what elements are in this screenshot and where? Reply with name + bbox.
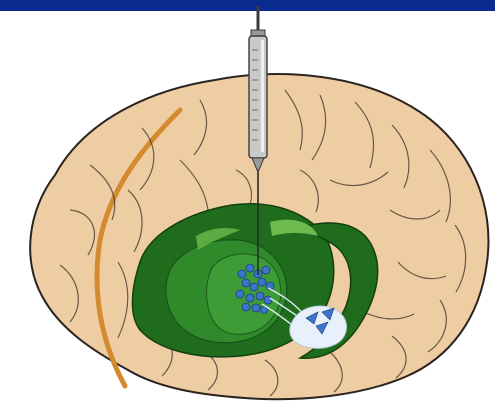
syringe-barrel-shine xyxy=(261,40,264,152)
top-band xyxy=(0,0,495,11)
syringe-plunger-top xyxy=(251,30,265,36)
